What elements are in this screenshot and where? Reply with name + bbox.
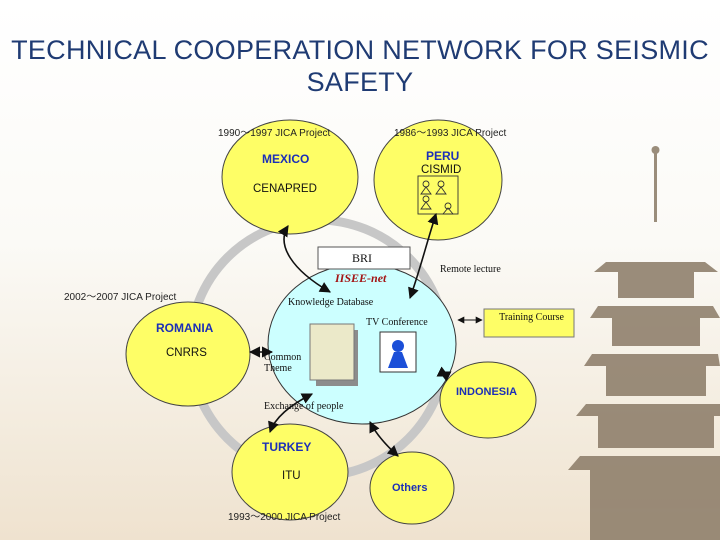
pagoda-silhouette	[568, 146, 720, 540]
node-mexico-name: MEXICO	[262, 152, 310, 166]
node-romania-institute: CNRRS	[166, 347, 207, 359]
node-indonesia-circle	[439, 361, 537, 439]
people-icon-group	[417, 175, 459, 215]
arrow-indonesia-hub	[436, 366, 452, 382]
project-label-peru: 1986～1993 JICA Project	[394, 128, 507, 139]
project-label-turkey: 1993～2000 JICA Project	[228, 512, 341, 523]
project-label-mexico: 1990～1997 JICA Project	[218, 128, 331, 139]
node-turkey-name: TURKEY	[262, 440, 312, 454]
connection-arrows	[248, 212, 483, 457]
training-course-label: Training Course	[499, 312, 564, 323]
arrow-mexico-hub	[277, 225, 331, 293]
hub-net-label: IISEE-net	[335, 271, 387, 285]
tv-conference-icon	[379, 331, 417, 373]
exchange-people-label: Exchange of people	[264, 401, 344, 412]
training-box	[483, 308, 575, 338]
knowledge-book	[309, 323, 355, 381]
page-title: TECHNICAL COOPERATION NETWORK FOR SEISMI…	[11, 35, 709, 97]
hub-circle	[267, 263, 457, 425]
node-peru-institute: CISMID	[421, 164, 462, 176]
arrow-others-hub	[369, 420, 399, 457]
arrow-peru-hub	[408, 212, 439, 300]
node-romania-name: ROMANIA	[156, 321, 214, 335]
remote-lecture-label: Remote lecture	[440, 264, 501, 275]
hub-common-label: Common Theme	[264, 352, 302, 374]
node-mexico-institute: CENAPRED	[253, 183, 317, 195]
node-indonesia-name: INDONESIA	[456, 386, 518, 398]
arrow-turkey-hub	[268, 393, 314, 434]
node-others-circle	[369, 451, 455, 525]
node-others-name: Others	[392, 482, 428, 494]
node-turkey-institute: ITU	[282, 470, 301, 482]
node-peru-name: PERU	[426, 149, 460, 163]
project-label-romania: 2002～2007 JICA Project	[64, 292, 177, 303]
hub-knowledge-label: Knowledge Database	[288, 297, 374, 308]
hub-tv-label: TV Conference	[366, 317, 428, 328]
hub-bri-label: BRI	[352, 251, 373, 265]
